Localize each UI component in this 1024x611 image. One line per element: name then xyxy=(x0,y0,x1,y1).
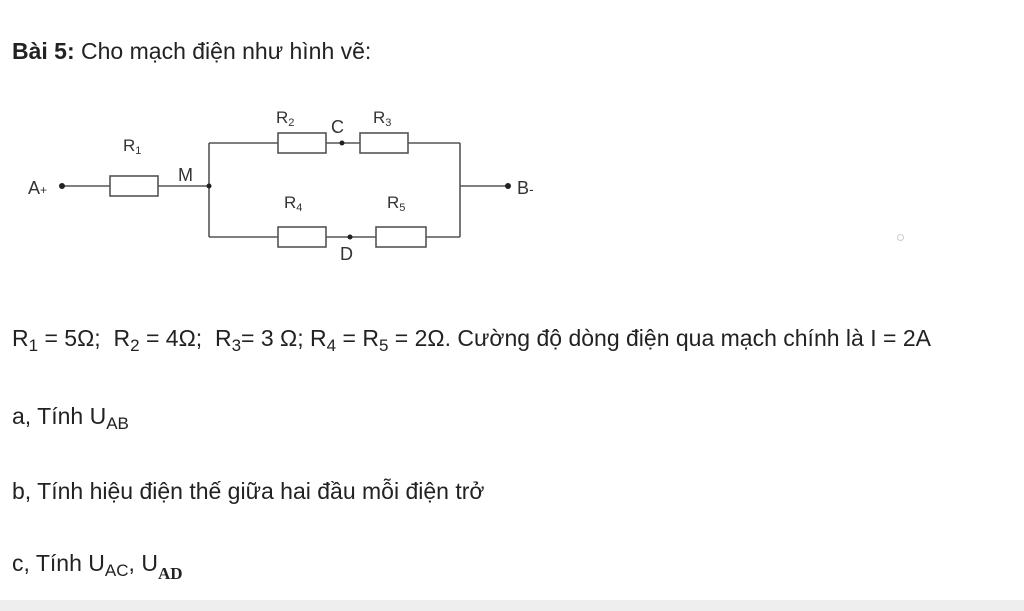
node-m-junction xyxy=(206,183,212,189)
problem-heading: Bài 5: Cho mạch điện như hình vẽ: xyxy=(12,38,371,65)
question-a-symbol: U xyxy=(89,403,107,429)
r2-subscript: 2 xyxy=(130,336,140,355)
label-r1: R1 xyxy=(123,136,141,157)
label-r2: R2 xyxy=(276,108,294,129)
question-c: c, Tính UAC, UAD xyxy=(12,550,183,584)
question-c-subscript-2: AD xyxy=(157,564,183,583)
problem-label: Bài 5: xyxy=(12,38,75,64)
resistor-r5 xyxy=(375,226,427,248)
bottom-strip xyxy=(0,600,1024,611)
r4-r5-equals: = xyxy=(336,325,363,351)
label-node-d: D xyxy=(340,244,353,264)
label-r3: R3 xyxy=(373,108,391,129)
question-c-text: c, Tính xyxy=(12,550,89,576)
label-node-a: A+ xyxy=(28,178,47,198)
r3-subscript: 3 xyxy=(231,336,242,355)
label-r4: R4 xyxy=(284,193,302,214)
resistor-r1 xyxy=(109,175,159,197)
r5-symbol: R xyxy=(362,325,379,351)
question-b-text: b, Tính hiệu điện thế giữa hai đầu mỗi đ… xyxy=(12,478,485,504)
question-a-text: a, Tính xyxy=(12,403,90,429)
circuit-diagram: R1 R2 R3 R4 R5 A+ B- M C D xyxy=(28,108,534,264)
node-d-junction xyxy=(347,234,353,240)
node-a-terminal xyxy=(59,183,65,189)
resistor-r3 xyxy=(359,132,409,154)
r4-r5-value: = 2Ω. xyxy=(388,325,458,351)
r5-subscript: 5 xyxy=(378,336,389,355)
r1-symbol: R xyxy=(12,325,29,351)
r2-value: = 4Ω; xyxy=(139,325,215,351)
r1-subscript: 1 xyxy=(28,336,39,355)
question-b: b, Tính hiệu điện thế giữa hai đầu mỗi đ… xyxy=(12,478,484,505)
r4-symbol: R xyxy=(310,325,327,351)
question-c-symbol-2: U xyxy=(141,550,158,576)
resistor-r4 xyxy=(277,226,327,248)
question-c-subscript-1: AC xyxy=(104,561,129,580)
problem-statement: Cho mạch điện như hình vẽ: xyxy=(74,38,372,64)
question-a: a, Tính UAB xyxy=(12,403,129,434)
r4-subscript: 4 xyxy=(326,336,337,355)
r2-symbol: R xyxy=(113,325,131,351)
label-node-c: C xyxy=(331,117,344,137)
label-node-m: M xyxy=(178,165,193,185)
r3-value: = 3 Ω; xyxy=(241,325,311,351)
main-current-text: Cường độ dòng điện qua mạch chính là I =… xyxy=(457,325,931,351)
question-a-subscript: AB xyxy=(106,414,129,433)
label-node-b: B- xyxy=(517,178,534,198)
label-r5: R5 xyxy=(387,193,405,214)
r3-symbol: R xyxy=(214,325,232,351)
stray-mark xyxy=(897,234,904,241)
node-c-junction xyxy=(339,140,345,146)
r1-value: = 5Ω; xyxy=(38,325,114,351)
resistor-r2 xyxy=(277,132,327,154)
node-b-terminal xyxy=(505,183,511,189)
question-c-separator: , xyxy=(128,550,142,576)
question-c-symbol-1: U xyxy=(88,550,105,576)
given-values: R1 = 5Ω; R2 = 4Ω; R3= 3 Ω; R4 = R5 = 2Ω.… xyxy=(12,325,931,356)
